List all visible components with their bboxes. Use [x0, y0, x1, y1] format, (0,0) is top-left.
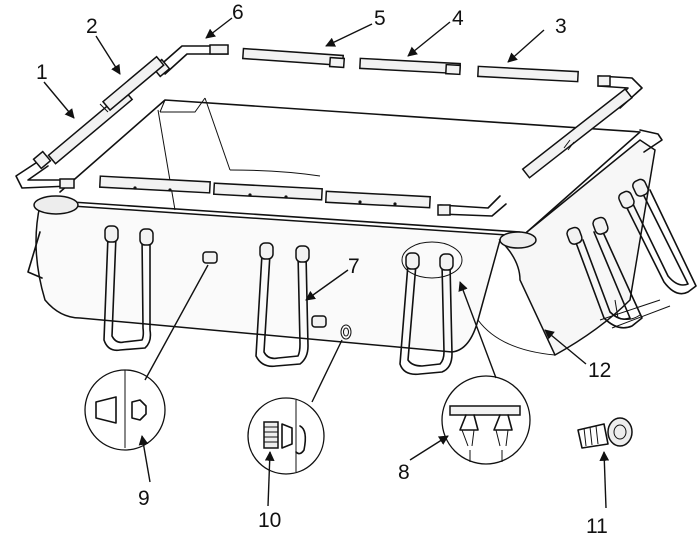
callout-7: 7	[348, 255, 360, 278]
callout-6: 6	[232, 1, 244, 24]
wall-fittings	[202, 251, 352, 340]
u-legs-side	[566, 178, 697, 329]
callout-5: 5	[374, 7, 386, 30]
callout-11: 11	[586, 515, 608, 538]
pool-liner	[33, 97, 656, 357]
u-legs-front	[27, 225, 463, 376]
detail-hose-fitting	[577, 417, 633, 449]
detail-plug	[84, 264, 209, 451]
callout-4: 4	[452, 7, 464, 30]
callout-10: 10	[258, 509, 282, 532]
callout-2: 2	[86, 15, 98, 38]
detail-drain	[247, 339, 343, 475]
callout-12: 12	[588, 359, 612, 382]
detail-leg-cap	[441, 281, 531, 465]
callout-3: 3	[555, 15, 567, 38]
callout-1: 1	[36, 61, 48, 84]
left-side-rail	[15, 55, 165, 189]
callout-9: 9	[138, 487, 150, 510]
front-rail-poles	[98, 175, 507, 217]
top-rail-poles	[151, 44, 663, 179]
callout-8: 8	[398, 461, 410, 484]
callout-leaders	[43, 17, 610, 509]
